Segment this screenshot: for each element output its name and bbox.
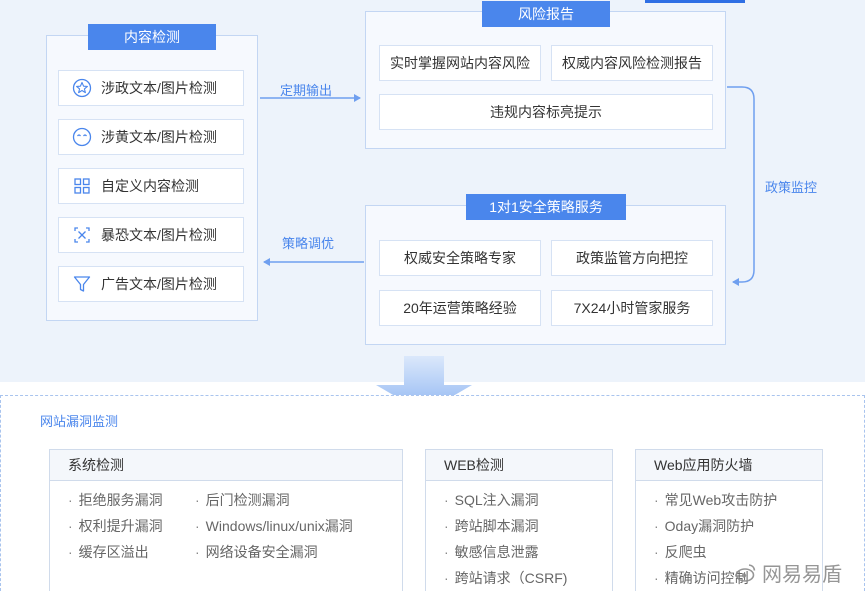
risk-report-cell: 实时掌握网站内容风险 xyxy=(379,45,541,81)
list-item: 跨站请求（CSRF) xyxy=(444,565,568,591)
detection-item-label: 暴恐文本/图片检测 xyxy=(101,227,217,243)
list-item: 后门检测漏洞 xyxy=(195,487,353,513)
policy-monitoring-arrow xyxy=(727,86,755,286)
waf-card: Web应用防火墙 常见Web攻击防护 Oday漏洞防护 反爬虫 精确访问控制 xyxy=(635,449,823,591)
system-detection-card: 系统检测 拒绝服务漏洞 权利提升漏洞 缓存区溢出 后门检测漏洞 Windows/… xyxy=(49,449,403,591)
list-item: Windows/linux/unix漏洞 xyxy=(195,513,353,539)
list-item: 网络设备安全漏洞 xyxy=(195,539,353,565)
strategy-tuning-label: 策略调优 xyxy=(282,236,335,251)
list-item: 权利提升漏洞 xyxy=(68,513,163,539)
list-item: 跨站脚本漏洞 xyxy=(444,513,567,539)
card-list: 常见Web攻击防护 Oday漏洞防护 反爬虫 精确访问控制 xyxy=(654,487,778,591)
funnel-icon xyxy=(71,273,93,295)
policy-monitoring-label: 政策监控 xyxy=(765,180,818,195)
list-item: 常见Web攻击防护 xyxy=(654,487,778,513)
face-circle-icon xyxy=(71,126,93,148)
strategy-service-cell: 7X24小时管家服务 xyxy=(551,290,713,326)
detection-item-political: 涉政文本/图片检测 xyxy=(58,70,244,106)
detection-item-terror: 暴恐文本/图片检测 xyxy=(58,217,244,253)
detection-item-label: 广告文本/图片检测 xyxy=(101,276,217,292)
weibo-logo-icon xyxy=(735,562,757,584)
star-circle-icon xyxy=(71,77,93,99)
vuln-monitoring-title: 网站漏洞监测 xyxy=(40,414,119,429)
card-title: 系统检测 xyxy=(50,450,402,481)
strategy-service-cell: 政策监管方向把控 xyxy=(551,240,713,276)
watermark: 网易易盾 xyxy=(735,558,842,587)
card-list: 后门检测漏洞 Windows/linux/unix漏洞 网络设备安全漏洞 xyxy=(195,487,353,565)
list-item: 缓存区溢出 xyxy=(68,539,163,565)
detection-item-custom: 自定义内容检测 xyxy=(58,168,244,204)
content-detection-title: 内容检测 xyxy=(88,24,216,50)
grid-icon xyxy=(71,175,93,197)
strategy-service-title: 1对1安全策略服务 xyxy=(466,194,626,220)
detection-item-label: 自定义内容检测 xyxy=(101,178,199,194)
web-detection-card: WEB检测 SQL注入漏洞 跨站脚本漏洞 敏感信息泄露 跨站请求（CSRF) xyxy=(425,449,613,591)
risk-report-cell: 违规内容标亮提示 xyxy=(379,94,713,130)
watermark-text: 网易易盾 xyxy=(762,564,842,586)
card-list: 拒绝服务漏洞 权利提升漏洞 缓存区溢出 xyxy=(68,487,163,565)
strategy-service-cell: 权威安全策略专家 xyxy=(379,240,541,276)
crosshair-icon xyxy=(71,224,93,246)
top-accent-bar xyxy=(645,0,745,3)
detection-item-label: 涉黄文本/图片检测 xyxy=(101,129,217,145)
list-item: 拒绝服务漏洞 xyxy=(68,487,163,513)
list-item: 敏感信息泄露 xyxy=(444,539,567,565)
strategy-service-cell: 20年运营策略经验 xyxy=(379,290,541,326)
card-title: WEB检测 xyxy=(426,450,612,481)
periodic-output-label: 定期输出 xyxy=(280,83,333,98)
risk-report-cell: 权威内容风险检测报告 xyxy=(551,45,713,81)
card-title: Web应用防火墙 xyxy=(636,450,822,481)
card-list: SQL注入漏洞 跨站脚本漏洞 敏感信息泄露 跨站请求（CSRF) xyxy=(444,487,568,591)
list-item: SQL注入漏洞 xyxy=(444,487,567,513)
detection-item-label: 涉政文本/图片检测 xyxy=(101,80,217,96)
list-item: 精确访问控制 xyxy=(654,565,777,591)
detection-item-porn: 涉黄文本/图片检测 xyxy=(58,119,244,155)
list-item: 反爬虫 xyxy=(654,539,777,565)
detection-item-ads: 广告文本/图片检测 xyxy=(58,266,244,302)
list-item: Oday漏洞防护 xyxy=(654,513,777,539)
risk-report-title: 风险报告 xyxy=(482,1,610,27)
